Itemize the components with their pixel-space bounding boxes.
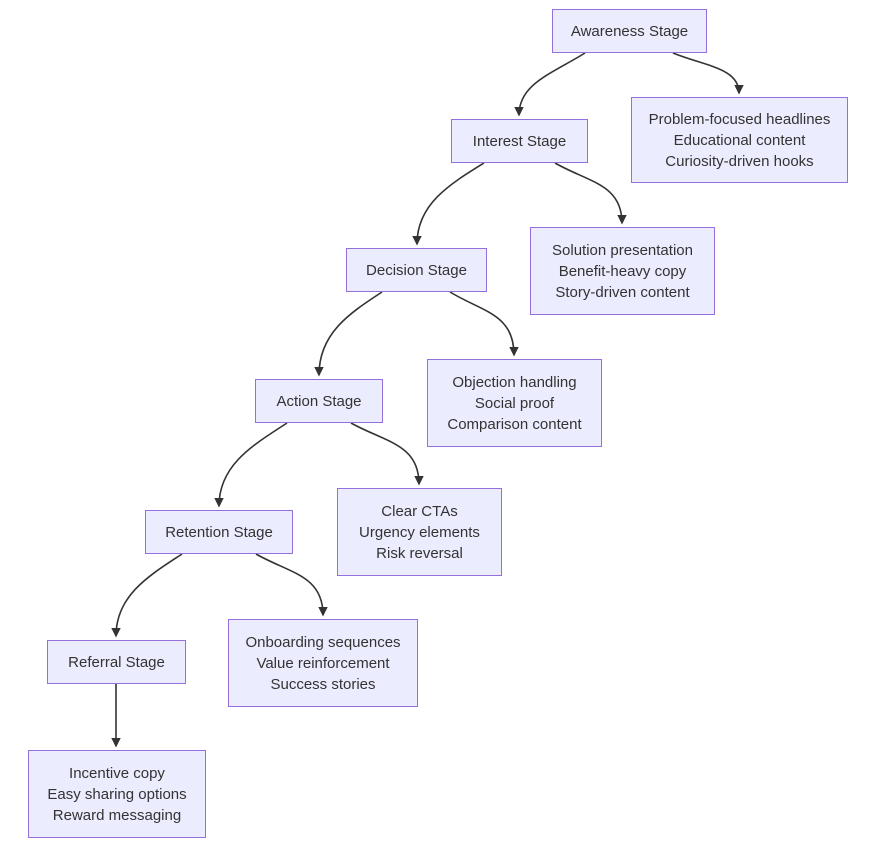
node-decision-stage: Decision Stage xyxy=(346,248,487,292)
node-label: Interest Stage xyxy=(472,132,567,150)
edge-decision-to-decision-tactics xyxy=(449,291,519,357)
node-awareness-tactics: Problem-focused headlines Educational co… xyxy=(631,97,848,183)
node-decision-tactics: Objection handling Social proof Comparis… xyxy=(427,359,602,447)
node-referral-tactics: Incentive copy Easy sharing options Rewa… xyxy=(28,750,206,838)
tactic-line: Story-driven content xyxy=(555,283,690,301)
edge-action-to-retention xyxy=(214,422,288,508)
edge-action-to-action-tactics xyxy=(350,422,424,486)
node-label: Awareness Stage xyxy=(570,22,689,40)
node-action-tactics: Clear CTAs Urgency elements Risk reversa… xyxy=(337,488,502,576)
node-awareness-stage: Awareness Stage xyxy=(552,9,707,53)
tactic-line: Incentive copy xyxy=(69,764,165,782)
edge-interest-to-interest-tactics xyxy=(554,162,627,225)
tactic-line: Urgency elements xyxy=(359,523,480,541)
tactic-line: Risk reversal xyxy=(376,544,463,562)
node-retention-tactics: Onboarding sequences Value reinforcement… xyxy=(228,619,418,707)
edge-decision-to-action xyxy=(314,291,383,377)
tactic-line: Easy sharing options xyxy=(47,785,187,803)
node-referral-stage: Referral Stage xyxy=(47,640,186,684)
tactic-line: Problem-focused headlines xyxy=(648,110,831,128)
edge-retention-to-referral xyxy=(111,553,183,638)
tactic-line: Social proof xyxy=(474,394,555,412)
node-label: Action Stage xyxy=(276,392,362,410)
tactic-line: Educational content xyxy=(673,131,806,149)
edge-interest-to-decision xyxy=(412,162,485,246)
node-retention-stage: Retention Stage xyxy=(145,510,293,554)
edge-awareness-to-interest xyxy=(514,52,586,117)
tactic-line: Benefit-heavy copy xyxy=(558,262,687,280)
node-label: Referral Stage xyxy=(68,653,165,671)
tactic-line: Onboarding sequences xyxy=(245,633,401,651)
node-label: Retention Stage xyxy=(165,523,273,541)
node-label: Decision Stage xyxy=(366,261,467,279)
tactic-line: Success stories xyxy=(270,675,376,693)
tactic-line: Curiosity-driven hooks xyxy=(665,152,814,170)
tactic-line: Solution presentation xyxy=(552,241,693,259)
edge-retention-to-retention-tactics xyxy=(255,553,328,617)
edge-awareness-to-awareness-tactics xyxy=(672,52,744,95)
node-interest-stage: Interest Stage xyxy=(451,119,588,163)
tactic-line: Value reinforcement xyxy=(256,654,390,672)
node-action-stage: Action Stage xyxy=(255,379,383,423)
tactic-line: Comparison content xyxy=(447,415,582,433)
tactic-line: Clear CTAs xyxy=(381,502,458,520)
tactic-line: Objection handling xyxy=(452,373,577,391)
tactic-line: Reward messaging xyxy=(52,806,182,824)
node-interest-tactics: Solution presentation Benefit-heavy copy… xyxy=(530,227,715,315)
